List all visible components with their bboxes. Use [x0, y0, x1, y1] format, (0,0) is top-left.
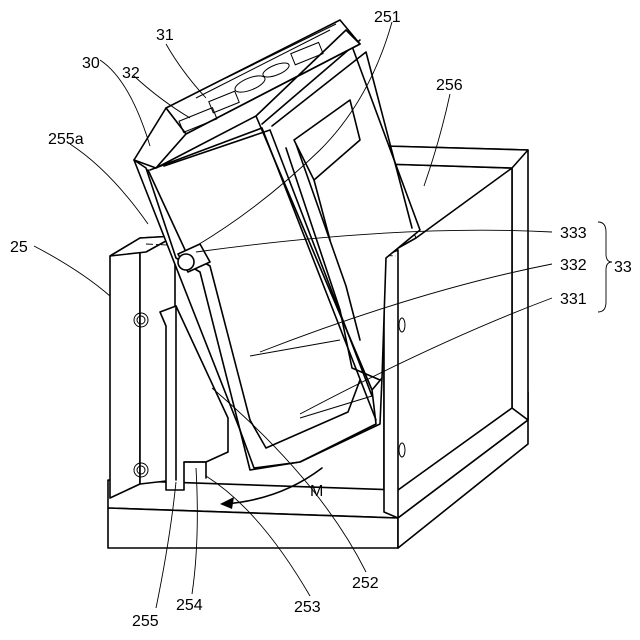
label-256: 256 — [436, 77, 463, 94]
label-255a: 255a — [48, 131, 84, 148]
label-252: 252 — [352, 575, 379, 592]
label-255: 255 — [132, 613, 159, 630]
label-332: 332 — [560, 257, 587, 274]
label-33: 33 — [614, 259, 632, 276]
label-253: 253 — [294, 599, 321, 616]
label-251: 251 — [374, 9, 401, 26]
label-M: M — [310, 483, 323, 500]
label-32: 32 — [122, 65, 140, 82]
label-30: 30 — [82, 55, 100, 72]
label-25: 25 — [10, 239, 28, 256]
label-331: 331 — [560, 291, 587, 308]
label-31: 31 — [156, 27, 174, 44]
label-333: 333 — [560, 225, 587, 242]
label-254: 254 — [176, 597, 203, 614]
